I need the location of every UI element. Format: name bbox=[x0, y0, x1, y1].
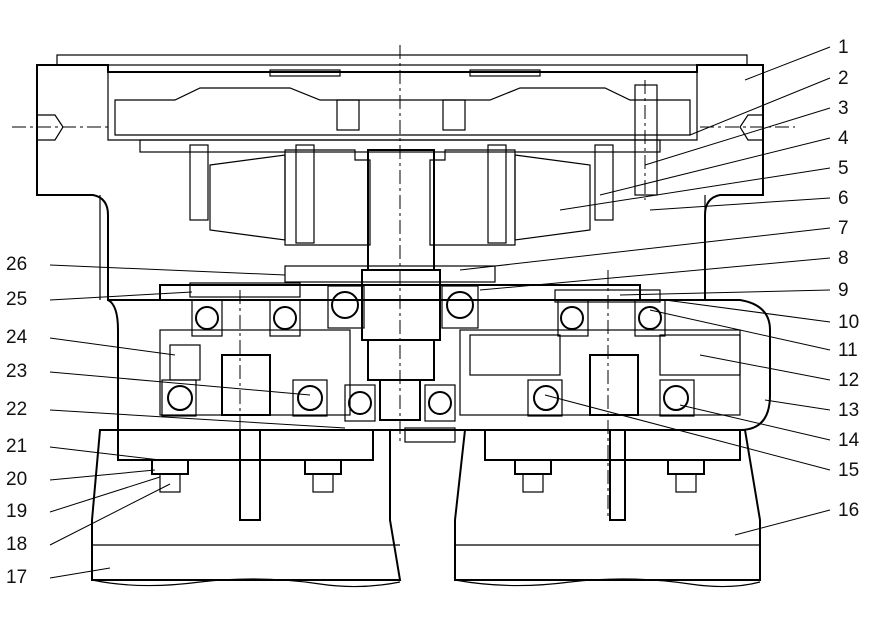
callouts-left: 26 25 24 23 22 21 20 19 18 17 bbox=[6, 254, 28, 588]
callout-25: 25 bbox=[6, 289, 27, 310]
callout-21: 21 bbox=[6, 436, 27, 457]
center-lines bbox=[12, 45, 795, 520]
callout-3: 3 bbox=[838, 98, 849, 119]
bearings bbox=[161, 285, 695, 422]
callout-17: 17 bbox=[6, 567, 27, 588]
callout-7: 7 bbox=[838, 218, 849, 239]
leader-lines-left bbox=[49, 264, 346, 579]
callouts-right: 1 2 3 4 5 6 7 8 9 10 11 12 13 14 15 16 bbox=[838, 37, 860, 521]
callout-15: 15 bbox=[838, 460, 859, 481]
callout-1: 1 bbox=[838, 37, 849, 58]
callout-8: 8 bbox=[838, 248, 849, 269]
callout-24: 24 bbox=[6, 327, 28, 348]
callout-5: 5 bbox=[838, 158, 849, 179]
callout-14: 14 bbox=[838, 430, 860, 451]
leader-lines-right bbox=[459, 46, 831, 536]
callout-26: 26 bbox=[6, 254, 27, 275]
callout-2: 2 bbox=[838, 68, 849, 89]
callout-20: 20 bbox=[6, 469, 27, 490]
callout-23: 23 bbox=[6, 361, 27, 382]
callout-18: 18 bbox=[6, 534, 27, 555]
callout-4: 4 bbox=[838, 128, 849, 149]
central-shaft bbox=[361, 149, 456, 443]
callout-6: 6 bbox=[838, 188, 849, 209]
callout-16: 16 bbox=[838, 500, 859, 521]
base-frame bbox=[91, 429, 761, 588]
gear-hubs bbox=[169, 334, 741, 416]
callout-13: 13 bbox=[838, 400, 859, 421]
callout-12: 12 bbox=[838, 370, 859, 391]
callout-19: 19 bbox=[6, 501, 27, 522]
callout-22: 22 bbox=[6, 399, 27, 420]
callout-11: 11 bbox=[838, 340, 858, 361]
callout-9: 9 bbox=[838, 280, 849, 301]
callout-10: 10 bbox=[838, 312, 859, 333]
